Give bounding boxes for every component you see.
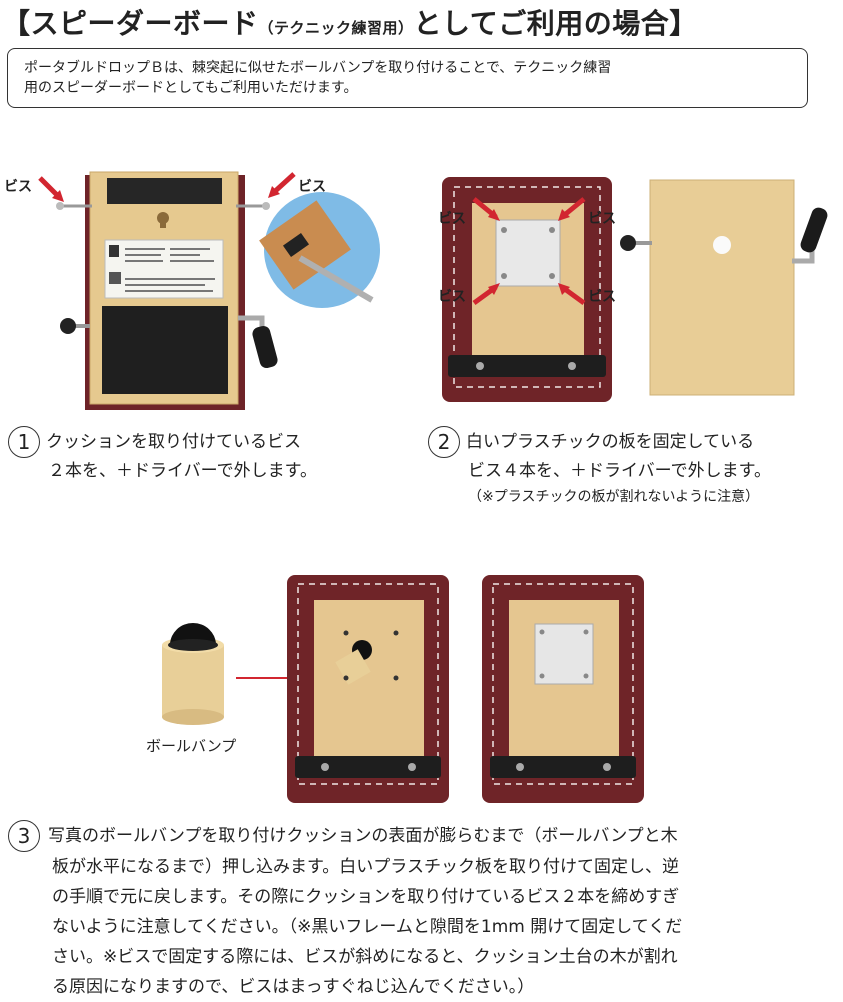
- screw-label-right: ビス: [298, 179, 326, 195]
- step-2-line-2: ビス４本を、＋ドライバーで外します。: [468, 461, 771, 481]
- step-1-number: 1: [8, 426, 40, 458]
- step-3-line-5: さい。※ビスで固定する際には、ビスが斜めになると、クッション土台の木が割れ: [52, 947, 678, 967]
- page-title: 【スピーダーボード（テクニック練習用）としてご利用の場合】: [2, 7, 698, 40]
- step-2-note: （※プラスチックの板が割れないように注意）: [468, 489, 760, 505]
- step-3-line-6: る原因になりますので、ビスはまっすぐねじ込んでください。）: [52, 977, 535, 997]
- step-3-number: 3: [8, 820, 40, 852]
- screw-label-br: ビス: [588, 289, 616, 305]
- intro-box: ポータブルドロップＢは、棘突起に似せたボールバンプを取り付けることで、テクニック…: [7, 48, 808, 108]
- screw-label-bl: ビス: [438, 289, 466, 305]
- step-2: 2 白いプラスチックの板を固定している ビス４本を、＋ドライバーで外します。 （※…: [428, 426, 771, 510]
- step-3: 3 写真のボールバンプを取り付けクッションの表面が膨らむまで（ボールバンプと木 板…: [8, 820, 838, 1002]
- step-3-line-3: の手順で元に戻します。その際にクッションを取り付けているビス２本を締めすぎ: [52, 887, 680, 907]
- step-3-line-4: ないように注意してください。（※黒いフレームと隙間を1mm 開けて固定してくだ: [52, 917, 683, 937]
- step-3-line-2: 板が水平になるまで）押し込みます。白いプラスチック板を取り付けて固定し、逆: [52, 857, 679, 877]
- step-2-number: 2: [428, 426, 460, 458]
- step-3-line-1: 写真のボールバンプを取り付けクッションの表面が膨らむまで（ボールバンプと木: [48, 826, 678, 846]
- intro-line-2: 用のスピーダーボードとしてもご利用いただけます。: [24, 80, 358, 96]
- step-1-line-2: ２本を、＋ドライバーで外します。: [48, 461, 317, 481]
- step-1-line-1: クッションを取り付けているビス: [46, 432, 301, 452]
- ball-bump-photo: [162, 575, 644, 803]
- ball-bump-caption: ボールバンプ: [146, 737, 237, 755]
- intro-line-1: ポータブルドロップＢは、棘突起に似せたボールバンプを取り付けることで、テクニック…: [24, 60, 612, 76]
- screw-label-left: ビス: [4, 179, 32, 195]
- device-underside-photo: [442, 177, 828, 402]
- device-front-photo: [38, 171, 380, 410]
- screw-label-tr: ビス: [588, 211, 616, 227]
- step-2-line-1: 白いプラスチックの板を固定している: [466, 432, 755, 452]
- step-1: 1 クッションを取り付けているビス ２本を、＋ドライバーで外します。: [8, 426, 317, 484]
- screw-label-tl: ビス: [438, 211, 466, 227]
